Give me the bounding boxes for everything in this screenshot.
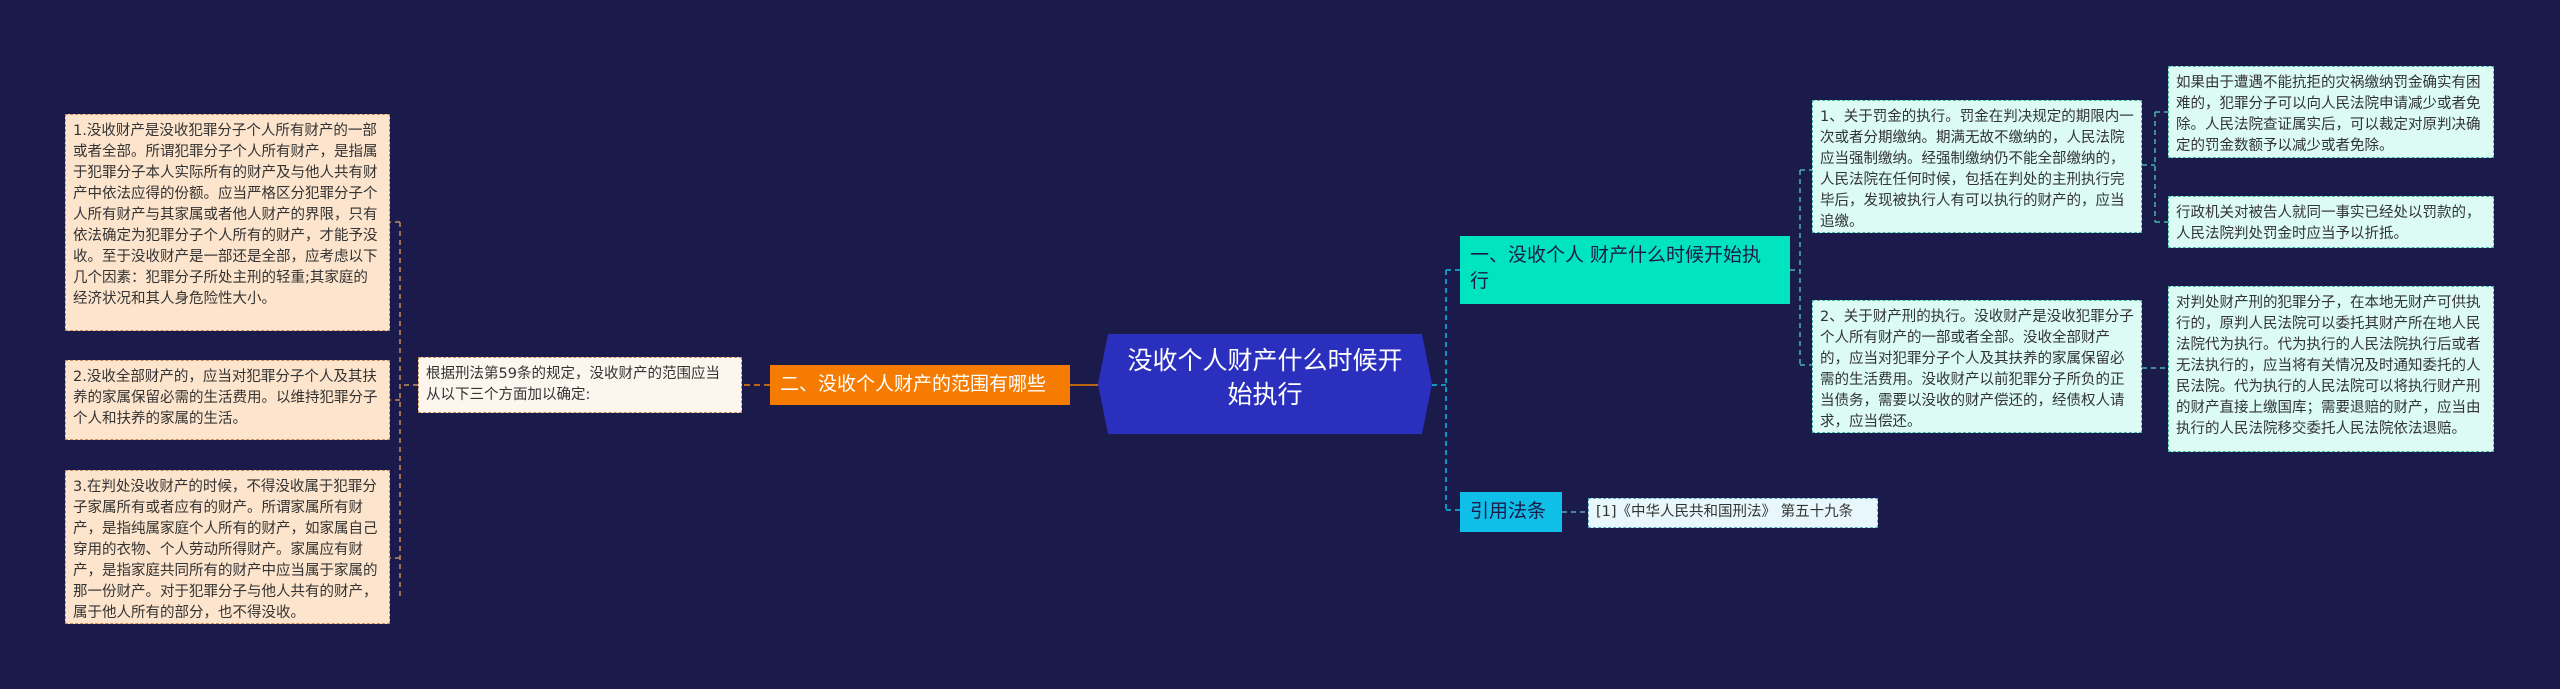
entrusted-execution-text: 对判处财产刑的犯罪分子，在本地无财产可供执行的，原判人民法院可以委托其财产所在地… — [2176, 295, 2481, 437]
scope-item-2[interactable]: 2.没收全部财产的，应当对犯罪分子个人及其扶养的家属保留必需的生活费用。以维持犯… — [65, 360, 390, 440]
cited-law-reference-text: [1]《中华人民共和国刑法》 第五十九条 — [1596, 504, 1854, 520]
fine-reduction-note[interactable]: 如果由于遭遇不能抗拒的灾祸缴纳罚金确实有困难的，犯罪分子可以向人民法院申请减少或… — [2168, 66, 2494, 158]
scope-intro[interactable]: 根据刑法第59条的规定，没收财产的范围应当从以下三个方面加以确定: — [418, 357, 742, 413]
link-root-right-branches — [1432, 269, 1460, 511]
link-branch1-items — [1790, 169, 1812, 366]
branch-scope[interactable]: 二、没收个人财产的范围有哪些 — [770, 365, 1070, 405]
link-intro-items — [390, 221, 418, 598]
fine-execution-item[interactable]: 1、关于罚金的执行。罚金在判决规定的期限内一次或者分期缴纳。期满无故不缴纳的，人… — [1812, 100, 2142, 233]
scope-item-3[interactable]: 3.在判处没收财产的时候，不得没收属于犯罪分子家属所有或者应有的财产。所谓家属所… — [65, 470, 390, 624]
property-penalty-text: 2、关于财产刑的执行。没收财产是没收犯罪分子个人所有财产的一部或者全部。没收全部… — [1820, 309, 2134, 430]
fine-offset-note[interactable]: 行政机关对被告人就同一事实已经处以罚款的，人民法院判处罚金时应当予以折抵。 — [2168, 196, 2494, 248]
property-penalty-item[interactable]: 2、关于财产刑的执行。没收财产是没收犯罪分子个人所有财产的一部或者全部。没收全部… — [1812, 300, 2142, 433]
cited-law-reference[interactable]: [1]《中华人民共和国刑法》 第五十九条 — [1588, 498, 1878, 528]
branch-execution-time-label: 一、没收个人 财产什么时候开始执行 — [1470, 244, 1762, 292]
branch-execution-time[interactable]: 一、没收个人 财产什么时候开始执行 — [1460, 236, 1790, 304]
fine-execution-text: 1、关于罚金的执行。罚金在判决规定的期限内一次或者分期缴纳。期满无故不缴纳的，人… — [1820, 109, 2134, 230]
fine-offset-text: 行政机关对被告人就同一事实已经处以罚款的，人民法院判处罚金时应当予以折抵。 — [2176, 205, 2481, 242]
root-node[interactable]: 没收个人财产什么时候开始执行 — [1098, 334, 1432, 434]
scope-intro-text: 根据刑法第59条的规定，没收财产的范围应当从以下三个方面加以确定: — [426, 366, 720, 403]
branch-cited-law-label: 引用法条 — [1470, 500, 1547, 522]
scope-item-2-text: 2.没收全部财产的，应当对犯罪分子个人及其扶养的家属保留必需的生活费用。以维持犯… — [73, 369, 378, 427]
scope-item-1[interactable]: 1.没收财产是没收犯罪分子个人所有财产的一部或者全部。所谓犯罪分子个人所有财产，… — [65, 114, 390, 331]
fine-reduction-text: 如果由于遭遇不能抗拒的灾祸缴纳罚金确实有困难的，犯罪分子可以向人民法院申请减少或… — [2176, 75, 2481, 154]
branch-cited-law[interactable]: 引用法条 — [1460, 492, 1562, 532]
scope-item-1-text: 1.没收财产是没收犯罪分子个人所有财产的一部或者全部。所谓犯罪分子个人所有财产，… — [73, 123, 378, 307]
link-item1-children — [2142, 111, 2168, 223]
branch-scope-label: 二、没收个人财产的范围有哪些 — [780, 373, 1047, 395]
root-label: 没收个人财产什么时候开始执行 — [1127, 346, 1403, 409]
entrusted-execution-note[interactable]: 对判处财产刑的犯罪分子，在本地无财产可供执行的，原判人民法院可以委托其财产所在地… — [2168, 286, 2494, 452]
scope-item-3-text: 3.在判处没收财产的时候，不得没收属于犯罪分子家属所有或者应有的财产。所谓家属所… — [73, 479, 378, 621]
